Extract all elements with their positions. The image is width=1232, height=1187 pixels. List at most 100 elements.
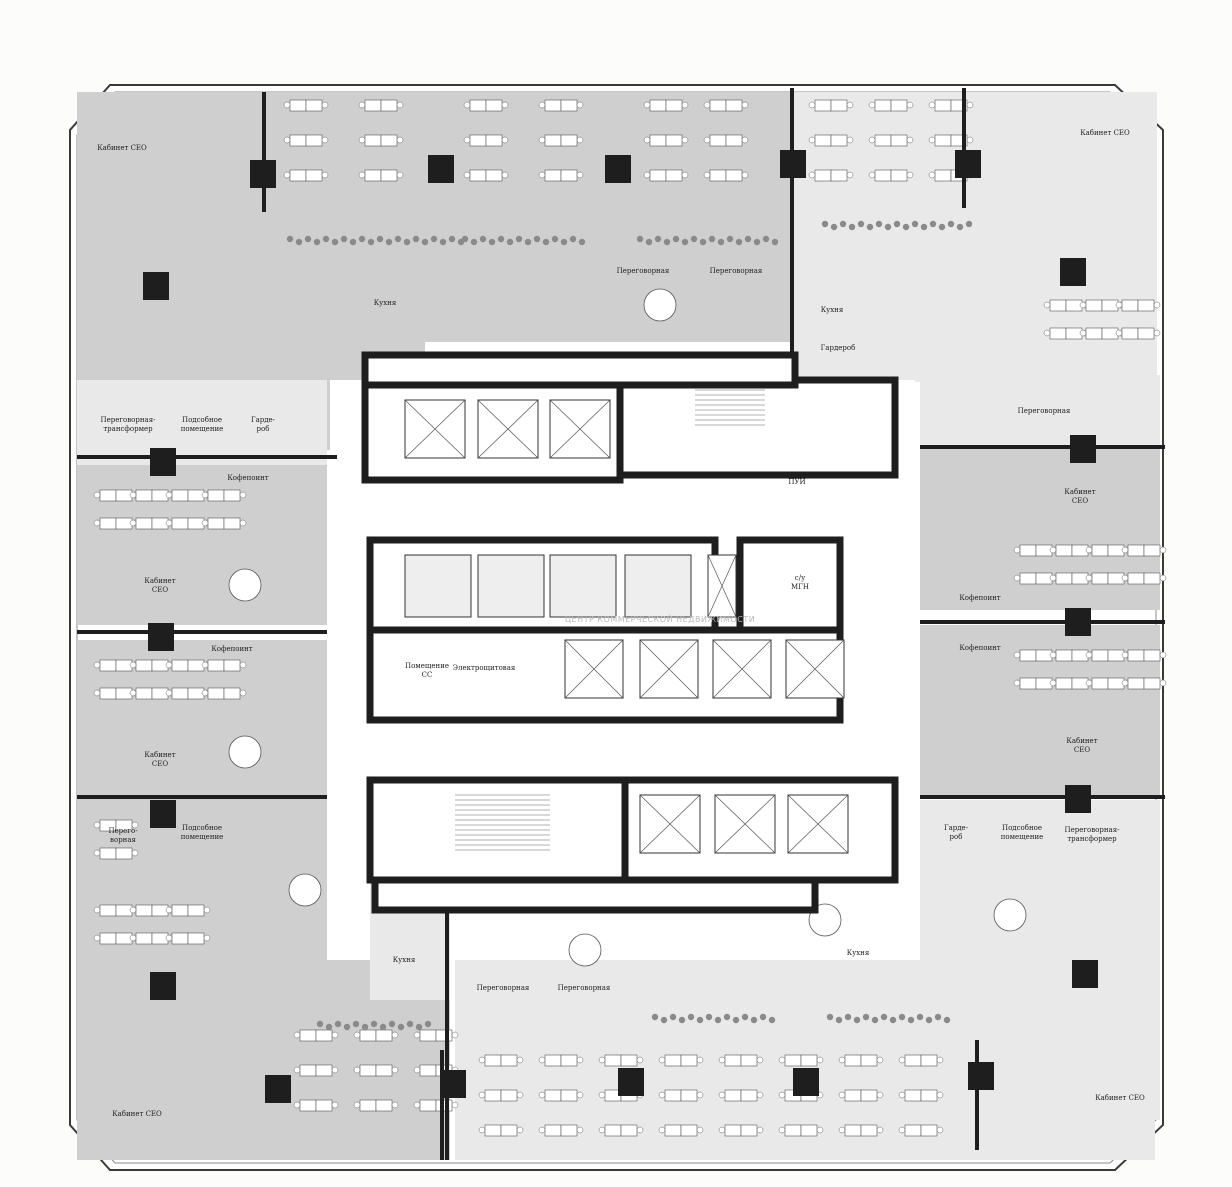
elevator-top-1-x2 [477, 399, 539, 459]
wall-5 [77, 455, 337, 459]
top-left-chair [283, 171, 291, 179]
planter-3 [884, 223, 892, 231]
bottom-r1-chair [778, 1091, 786, 1099]
top-mid-chair [501, 171, 509, 179]
bottom-r1-chair [718, 1091, 726, 1099]
top-left-chair [396, 171, 404, 179]
tr-block-desk [890, 134, 908, 147]
bottom-r2-chair [898, 1091, 906, 1099]
top-mid-desk [544, 134, 562, 147]
tr-block-desk [874, 169, 892, 182]
bottom-r1-desk [740, 1089, 758, 1102]
left-bottom-chair [203, 934, 211, 942]
column-10 [1072, 960, 1098, 988]
left-bottom-chair [93, 906, 101, 914]
planter-2 [672, 235, 680, 243]
right-lower-chair [1159, 679, 1167, 687]
planter-4 [325, 1023, 333, 1031]
bottom-r1-desk [724, 1089, 742, 1102]
planter-5 [705, 1013, 713, 1021]
label-coffee-r1: Кофепоинт [959, 594, 1000, 602]
bottom-left-chair [331, 1031, 339, 1039]
planter-1 [515, 235, 523, 243]
right-lower-desk [1055, 649, 1073, 662]
bottom-mid-desk [500, 1089, 518, 1102]
column-17 [618, 1068, 644, 1096]
right-upper-desk [1143, 544, 1161, 557]
top-mid-chair [501, 136, 509, 144]
elevator-bot-1-x2 [714, 794, 776, 854]
label-ceo-r2: Кабинет [1066, 737, 1097, 745]
right-upper-chair [1159, 546, 1167, 554]
planter-4 [334, 1020, 342, 1028]
elevator-small-x2 [707, 554, 737, 618]
tr-block-chair [966, 136, 974, 144]
planter-4 [361, 1023, 369, 1031]
label-ceo-l1: Кабинет [144, 577, 175, 585]
bottom-mid-desk [560, 1054, 578, 1067]
planter-3 [893, 220, 901, 228]
label-kitchen-br: Кухня [847, 949, 870, 957]
wall-8 [920, 445, 1165, 449]
planter-5 [696, 1016, 704, 1024]
left-lower-chair [93, 661, 101, 669]
planter-4 [316, 1020, 324, 1028]
bottom-r1-desk [800, 1054, 818, 1067]
left-meet-desk [99, 847, 117, 860]
top-left-desk [364, 169, 382, 182]
planter-3 [911, 220, 919, 228]
left-bottom-desk [115, 904, 133, 917]
bottom-mid-chair [576, 1056, 584, 1064]
planter-1 [569, 235, 577, 243]
top-mid-desk [544, 99, 562, 112]
tr-block-chair [846, 171, 854, 179]
bottom-mid-desk [500, 1054, 518, 1067]
bottom-mid-chair [478, 1126, 486, 1134]
left-lower-desk [99, 659, 117, 672]
right-top-desk [1065, 327, 1083, 340]
label-electrical-room: Электрощитовая [453, 664, 516, 672]
left-bottom-desk [171, 932, 189, 945]
right-top-desk [1065, 299, 1083, 312]
left-lower-desk [207, 659, 225, 672]
planter-6 [925, 1016, 933, 1024]
top-left-desk [364, 134, 382, 147]
bottom-left-desk [359, 1029, 377, 1042]
planter-4 [379, 1023, 387, 1031]
planter-0 [385, 238, 393, 246]
bottom-r1-chair [756, 1091, 764, 1099]
top-right-chair [643, 101, 651, 109]
left-lower-desk [207, 687, 225, 700]
top-right-chair [643, 136, 651, 144]
right-upper-chair [1121, 574, 1129, 582]
planter-0 [403, 238, 411, 246]
planter-0 [322, 235, 330, 243]
bottom-r2-desk [860, 1089, 878, 1102]
bottom-r2-chair [936, 1126, 944, 1134]
tr-block-desk [814, 99, 832, 112]
planter-0 [376, 235, 384, 243]
right-upper-chair [1085, 546, 1093, 554]
bottom-r2-chair [838, 1091, 846, 1099]
planter-2 [681, 238, 689, 246]
bottom-left-chair [413, 1101, 421, 1109]
bottom-left-desk [299, 1099, 317, 1112]
left-lower-chair [201, 661, 209, 669]
bottom-left-chair [451, 1101, 459, 1109]
planter-0 [295, 238, 303, 246]
top-left-desk [305, 99, 323, 112]
top-mid-chair [576, 101, 584, 109]
label-kitchen-tl: Кухня [374, 299, 397, 307]
zone-light-1 [920, 375, 1160, 445]
left-upper-desk [135, 517, 153, 530]
bottom-left-desk [315, 1029, 333, 1042]
label-wardrobe-r: роб [950, 833, 963, 841]
top-right-chair [741, 171, 749, 179]
top-left-chair [396, 136, 404, 144]
bottom-left-desk [359, 1099, 377, 1112]
bottom-r1-desk [740, 1124, 758, 1137]
left-lower-desk [187, 687, 205, 700]
right-top-chair [1079, 301, 1087, 309]
left-bottom-desk [151, 932, 169, 945]
right-upper-chair [1159, 574, 1167, 582]
